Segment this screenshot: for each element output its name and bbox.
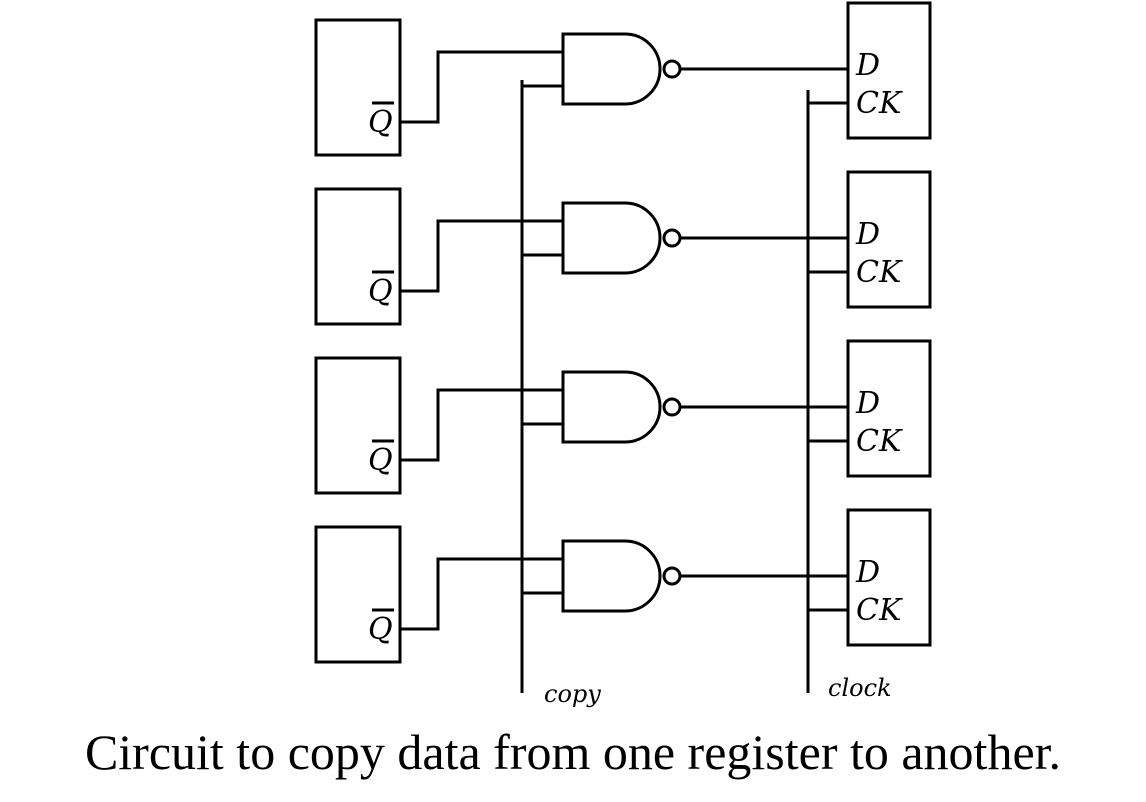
dest-d-label-3: D (855, 386, 880, 421)
qbar-wire-4 (400, 557, 563, 631)
dest-register-box-4 (846, 508, 932, 647)
qbar-wire-2 (400, 219, 563, 293)
dest-d-label-4: D (855, 555, 880, 590)
stage-4: Q DCK (314, 508, 932, 664)
dest-register-box-3 (846, 339, 932, 478)
dest-ck-label-1: CK (856, 86, 903, 121)
nand-bubble-1 (662, 59, 682, 79)
copy-bus-label: copy (544, 680, 601, 708)
caption: Circuit to copy data from one register t… (84, 724, 1062, 780)
qbar-wire-3 (400, 388, 563, 462)
dest-ck-label-3: CK (856, 424, 903, 459)
stage-1: Q DCK (314, 1, 932, 157)
nand-gate-4 (561, 539, 662, 613)
dest-d-label-2: D (855, 217, 880, 252)
dest-d-label-1: D (855, 48, 880, 83)
stage-3: Q DCK (314, 339, 932, 495)
source-register-box-3 (314, 356, 402, 495)
dest-register-box-2 (846, 170, 932, 309)
source-qbar-label-4: Q (368, 612, 393, 647)
nand-bubble-4 (662, 566, 682, 586)
nand-gate-1 (561, 32, 662, 106)
source-register-box-1 (314, 18, 402, 157)
dest-ck-label-2: CK (856, 255, 903, 290)
source-qbar-label-3: Q (368, 443, 393, 478)
source-register-box-4 (314, 525, 402, 664)
dest-register-box-1 (846, 1, 932, 140)
nand-bubble-2 (662, 228, 682, 248)
stage-2: Q DCK (314, 170, 932, 326)
nand-gate-2 (561, 201, 662, 275)
clock-bus-label: clock (828, 674, 892, 702)
nand-gate-3 (561, 370, 662, 444)
source-register-box-2 (314, 187, 402, 326)
source-qbar-label-1: Q (368, 105, 393, 140)
dest-ck-label-4: CK (856, 593, 903, 628)
source-qbar-label-2: Q (368, 274, 393, 309)
nand-bubble-3 (662, 397, 682, 417)
qbar-wire-1 (400, 50, 563, 124)
